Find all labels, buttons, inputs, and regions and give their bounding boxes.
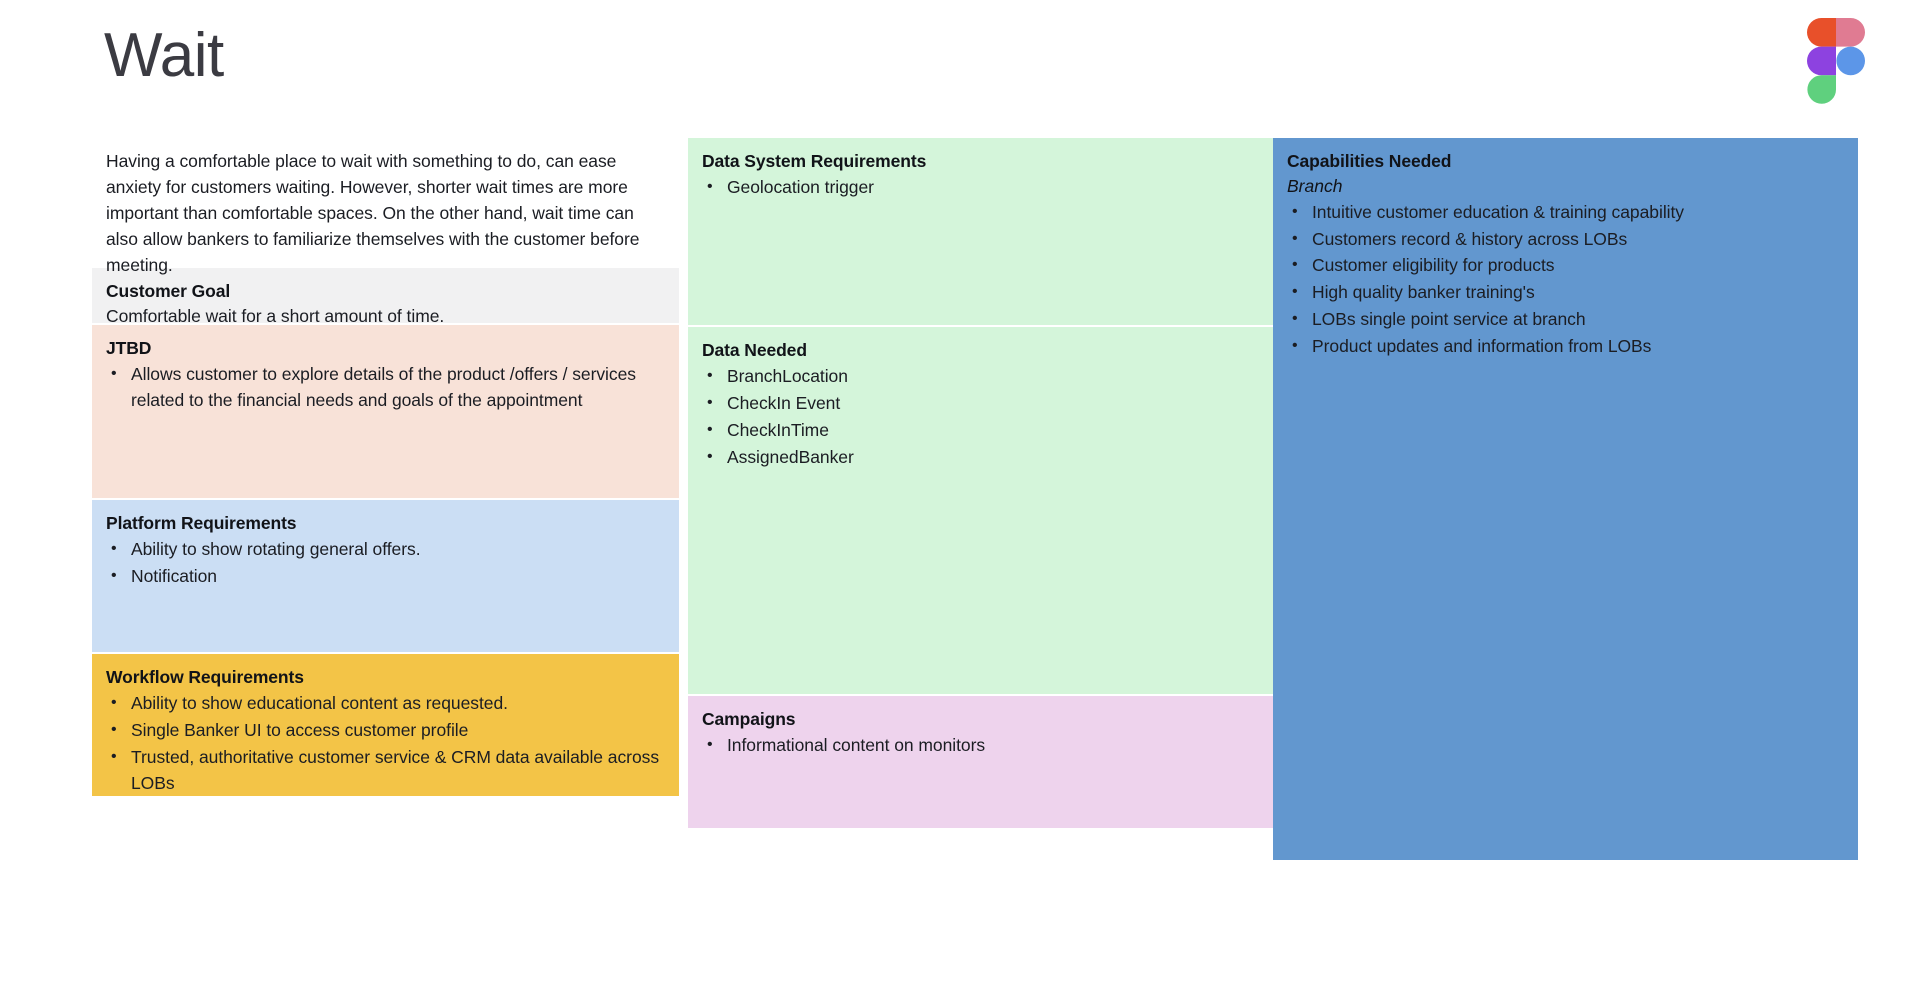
jtbd-block: JTBD Allows customer to explore details … [92, 325, 679, 498]
workflow-requirements-list: Ability to show educational content as r… [106, 690, 663, 797]
customer-goal-text: Comfortable wait for a short amount of t… [106, 305, 445, 326]
platform-requirements-block: Platform Requirements Ability to show ro… [92, 500, 679, 652]
divider [92, 323, 679, 325]
list-item: CheckInTime [702, 417, 1267, 444]
jtbd-list: Allows customer to explore details of th… [106, 361, 663, 414]
divider [688, 694, 1283, 696]
list-item: Single Banker UI to access customer prof… [106, 717, 663, 744]
list-item: Ability to show educational content as r… [106, 690, 663, 717]
divider [688, 325, 1283, 327]
list-item: Ability to show rotating general offers. [106, 536, 663, 563]
intro-block: Having a comfortable place to wait with … [92, 138, 679, 275]
list-item: AssignedBanker [702, 444, 1267, 471]
board-grid: Having a comfortable place to wait with … [92, 138, 1858, 860]
platform-requirements-title: Platform Requirements [106, 513, 297, 533]
customer-goal-block: Customer Goal Comfortable wait for a sho… [92, 268, 679, 326]
capabilities-needed-subtitle: Branch [1287, 175, 1343, 196]
intro-paragraph: Having a comfortable place to wait with … [106, 151, 640, 275]
workflow-requirements-title: Workflow Requirements [106, 667, 304, 687]
list-item: BranchLocation [702, 363, 1267, 390]
list-item: Product updates and information from LOB… [1287, 333, 1842, 360]
list-item: Trusted, authoritative customer service … [106, 744, 663, 797]
list-item: Intuitive customer education & training … [1287, 199, 1842, 226]
page-title: Wait [104, 21, 224, 90]
capabilities-needed-block: Capabilities Needed Branch Intuitive cus… [1273, 138, 1858, 860]
platform-requirements-list: Ability to show rotating general offers.… [106, 536, 663, 590]
capabilities-needed-list: Intuitive customer education & training … [1287, 199, 1842, 360]
data-needed-block: Data Needed BranchLocation CheckIn Event… [688, 327, 1283, 694]
data-system-requirements-block: Data System Requirements Geolocation tri… [688, 138, 1283, 325]
data-needed-title: Data Needed [702, 340, 807, 360]
workflow-requirements-block: Workflow Requirements Ability to show ed… [92, 654, 679, 796]
list-item: CheckIn Event [702, 390, 1267, 417]
divider [92, 652, 679, 654]
column-right: Capabilities Needed Branch Intuitive cus… [1273, 138, 1858, 860]
list-item: LOBs single point service at branch [1287, 306, 1842, 333]
data-needed-list: BranchLocation CheckIn Event CheckInTime… [702, 363, 1267, 471]
jtbd-title: JTBD [106, 338, 152, 358]
campaigns-title: Campaigns [702, 709, 796, 729]
list-item: Geolocation trigger [702, 174, 1267, 201]
list-item: High quality banker training's [1287, 279, 1842, 306]
capabilities-needed-title: Capabilities Needed [1287, 151, 1452, 171]
data-system-requirements-list: Geolocation trigger [702, 174, 1267, 201]
list-item: Customer eligibility for products [1287, 252, 1842, 279]
campaigns-list: Informational content on monitors [702, 732, 1267, 759]
divider [92, 498, 679, 500]
campaigns-block: Campaigns Informational content on monit… [688, 696, 1283, 828]
data-system-requirements-title: Data System Requirements [702, 151, 927, 171]
column-middle: Data System Requirements Geolocation tri… [688, 138, 1283, 828]
figma-logo [1807, 18, 1865, 104]
column-left: Having a comfortable place to wait with … [92, 138, 679, 796]
list-item: Customers record & history across LOBs [1287, 226, 1842, 253]
customer-goal-title: Customer Goal [106, 281, 231, 301]
list-item: Allows customer to explore details of th… [106, 361, 663, 414]
list-item: Notification [106, 563, 663, 590]
list-item: Informational content on monitors [702, 732, 1267, 759]
